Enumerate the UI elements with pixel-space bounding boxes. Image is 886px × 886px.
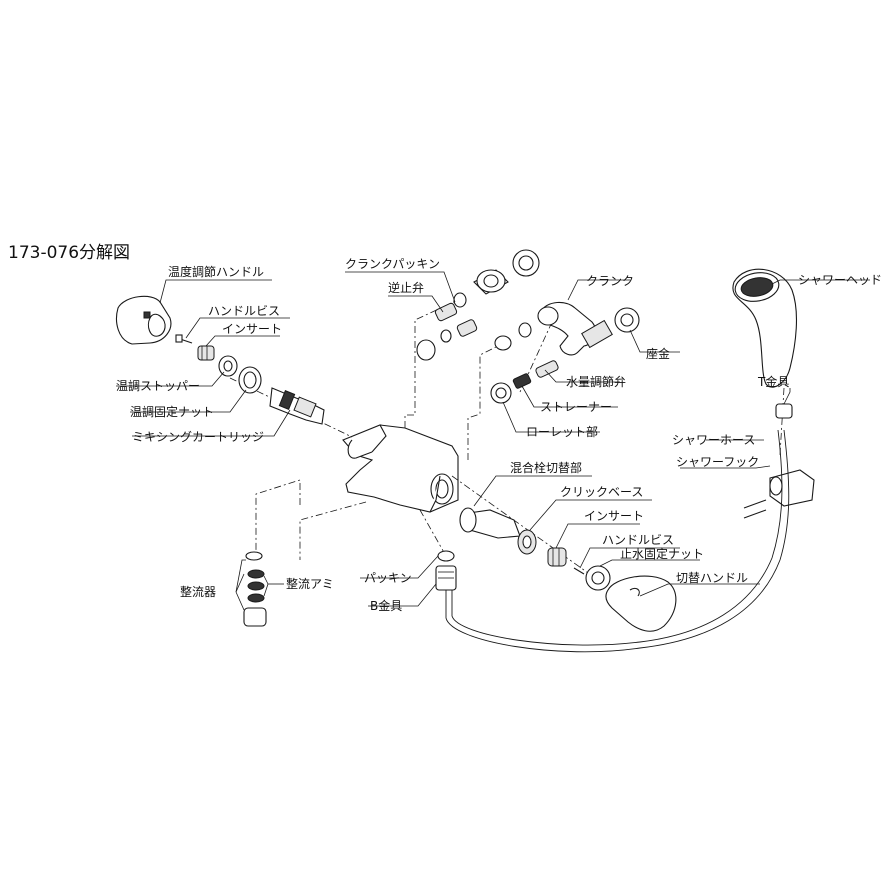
- axis-crank: [467, 339, 511, 460]
- diagram-title: 173-076分解図: [8, 243, 130, 263]
- axis-check-valve: [404, 299, 459, 428]
- label-temp-stopper: 温調ストッパー: [116, 379, 200, 393]
- faucet-body: [342, 424, 459, 513]
- shower-hook: [769, 469, 815, 507]
- temp-handle: [115, 295, 172, 345]
- label-crank: クランク: [586, 274, 634, 288]
- packing-ring: [437, 550, 455, 562]
- check-valve-body: [416, 319, 478, 361]
- switch-part: [459, 507, 521, 539]
- label-switch-handle: 切替ハンドル: [676, 571, 748, 585]
- shower-hose-inner: [451, 429, 783, 646]
- label-seat: 座金: [646, 346, 670, 361]
- union-nut-top: [473, 269, 509, 295]
- temp-fix-nut: [238, 366, 262, 394]
- b-fitting: [435, 565, 457, 591]
- shower-hose: [445, 429, 790, 653]
- part-labels: 温度調節ハンドル ハンドルビス インサート 温調ストッパー 温調固定ナット ミキ…: [116, 257, 882, 613]
- switch-handle: [605, 575, 677, 632]
- t-fitting: [775, 403, 793, 419]
- aerator-stack: [243, 551, 267, 627]
- axis-b-fitting: [419, 509, 447, 557]
- axis-aerator-b: [255, 479, 301, 555]
- stop-fix-nut: [585, 565, 611, 591]
- handle-screw-right: [573, 567, 585, 575]
- crank-small-ring: [518, 322, 532, 338]
- insert-right: [547, 547, 567, 567]
- crank-packing-top: [512, 249, 540, 277]
- label-click-base: クリックベース: [560, 485, 643, 499]
- label-strainer: ストレーナー: [540, 400, 612, 414]
- axis-aerator-a: [299, 501, 367, 560]
- label-knurled-part: ローレット部: [526, 424, 598, 439]
- label-shower-hose: シャワーホース: [672, 433, 755, 447]
- label-insert-left: インサート: [222, 322, 282, 336]
- label-mixing-cartridge: ミキシングカートリッジ: [132, 430, 264, 444]
- label-crank-packing: クランクパッキン: [345, 257, 440, 271]
- strainer: [512, 373, 532, 389]
- shower-hook-screws: [743, 499, 767, 519]
- label-handle-screw-right: ハンドルビス: [602, 533, 674, 547]
- handle-screw-left: [175, 334, 193, 344]
- leader-lines: [116, 271, 870, 611]
- label-t-fitting: T金具: [757, 374, 789, 389]
- label-flow-adjust-valve: 水量調節弁: [566, 374, 626, 389]
- click-base: [517, 529, 537, 555]
- label-b-fitting: B金具: [370, 598, 402, 613]
- label-shower-head: シャワーヘッド: [798, 273, 882, 287]
- label-aerator-mesh: 整流アミ: [286, 576, 334, 591]
- label-check-valve: 逆止弁: [388, 280, 424, 295]
- label-stop-fix-nut: 止水固定ナット: [620, 546, 704, 561]
- seat-washer: [614, 307, 640, 333]
- flow-adjust-valve: [494, 335, 559, 378]
- check-valve-top: [434, 302, 458, 322]
- label-temp-handle: 温度調節ハンドル: [168, 264, 264, 279]
- shower-head: [732, 268, 797, 388]
- crank-packing-ring: [453, 292, 467, 308]
- knurled-part: [490, 382, 512, 404]
- label-switch-part: 混合栓切替部: [510, 460, 582, 475]
- label-packing: パッキン: [364, 571, 412, 585]
- insert-left: [197, 345, 215, 361]
- crank: [537, 301, 613, 356]
- label-handle-screw-left: ハンドルビス: [208, 304, 280, 318]
- label-insert-right: インサート: [584, 509, 644, 523]
- label-shower-hook: シャワーフック: [676, 455, 759, 469]
- label-aerator: 整流器: [180, 584, 216, 599]
- temp-stopper: [218, 355, 238, 377]
- axis-shower: [779, 387, 785, 456]
- label-temp-fix-nut: 温調固定ナット: [130, 404, 214, 419]
- mixing-cartridge: [269, 387, 325, 425]
